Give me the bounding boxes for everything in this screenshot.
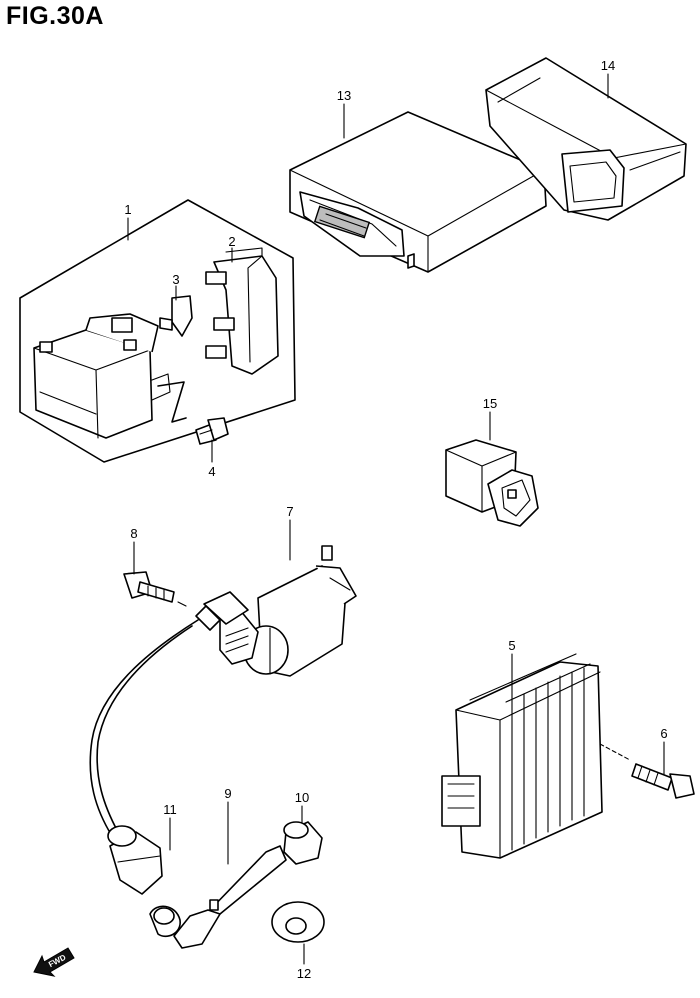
callout-7: 7	[286, 504, 293, 519]
callout-14: 14	[601, 58, 615, 73]
callout-numbers: 1 2 3 4 5 6 7 8 9 10 11 12 13 14 15	[124, 58, 667, 981]
callout-1: 1	[124, 202, 131, 217]
callout-3: 3	[172, 272, 179, 287]
callout-5: 5	[508, 638, 515, 653]
callout-12: 12	[297, 966, 311, 981]
callout-13: 13	[337, 88, 351, 103]
part-2-fuse-holder[interactable]	[205, 247, 279, 375]
part-8-bolt[interactable]	[123, 571, 187, 607]
callout-6: 6	[660, 726, 667, 741]
callout-4: 4	[208, 464, 215, 479]
part-9-plug-cap-assy[interactable]	[149, 845, 287, 949]
callout-2: 2	[228, 234, 235, 249]
high-tension-cord-edge	[96, 625, 193, 833]
callout-11: 11	[163, 802, 177, 817]
part-13-ecm[interactable]	[289, 111, 547, 273]
part-7-ignition-coil[interactable]	[195, 545, 357, 677]
part-10-sleeve[interactable]	[283, 821, 323, 865]
part-12-washer[interactable]	[271, 901, 325, 943]
starter-relay-body	[33, 313, 171, 439]
fwd-arrow-icon: FWD	[33, 947, 75, 977]
part-15-relay[interactable]	[445, 439, 539, 527]
callout-15: 15	[483, 396, 497, 411]
part-4-bolt[interactable]	[195, 417, 229, 445]
part-6-bolt[interactable]	[599, 743, 695, 799]
part-5-regulator-rectifier[interactable]	[441, 653, 603, 859]
part-14-ecm-cover[interactable]	[485, 57, 687, 221]
high-tension-cord	[89, 619, 199, 837]
break-symbol	[157, 381, 187, 423]
part-3-fuse[interactable]	[159, 295, 193, 337]
leader-lines	[127, 73, 665, 965]
callout-10: 10	[295, 790, 309, 805]
part-1-starter-relay-group[interactable]	[19, 199, 296, 463]
callout-9: 9	[224, 786, 231, 801]
callout-8: 8	[130, 526, 137, 541]
figure-title: FIG.30A	[6, 2, 104, 30]
part-11-spark-plug-cap[interactable]	[107, 825, 163, 895]
